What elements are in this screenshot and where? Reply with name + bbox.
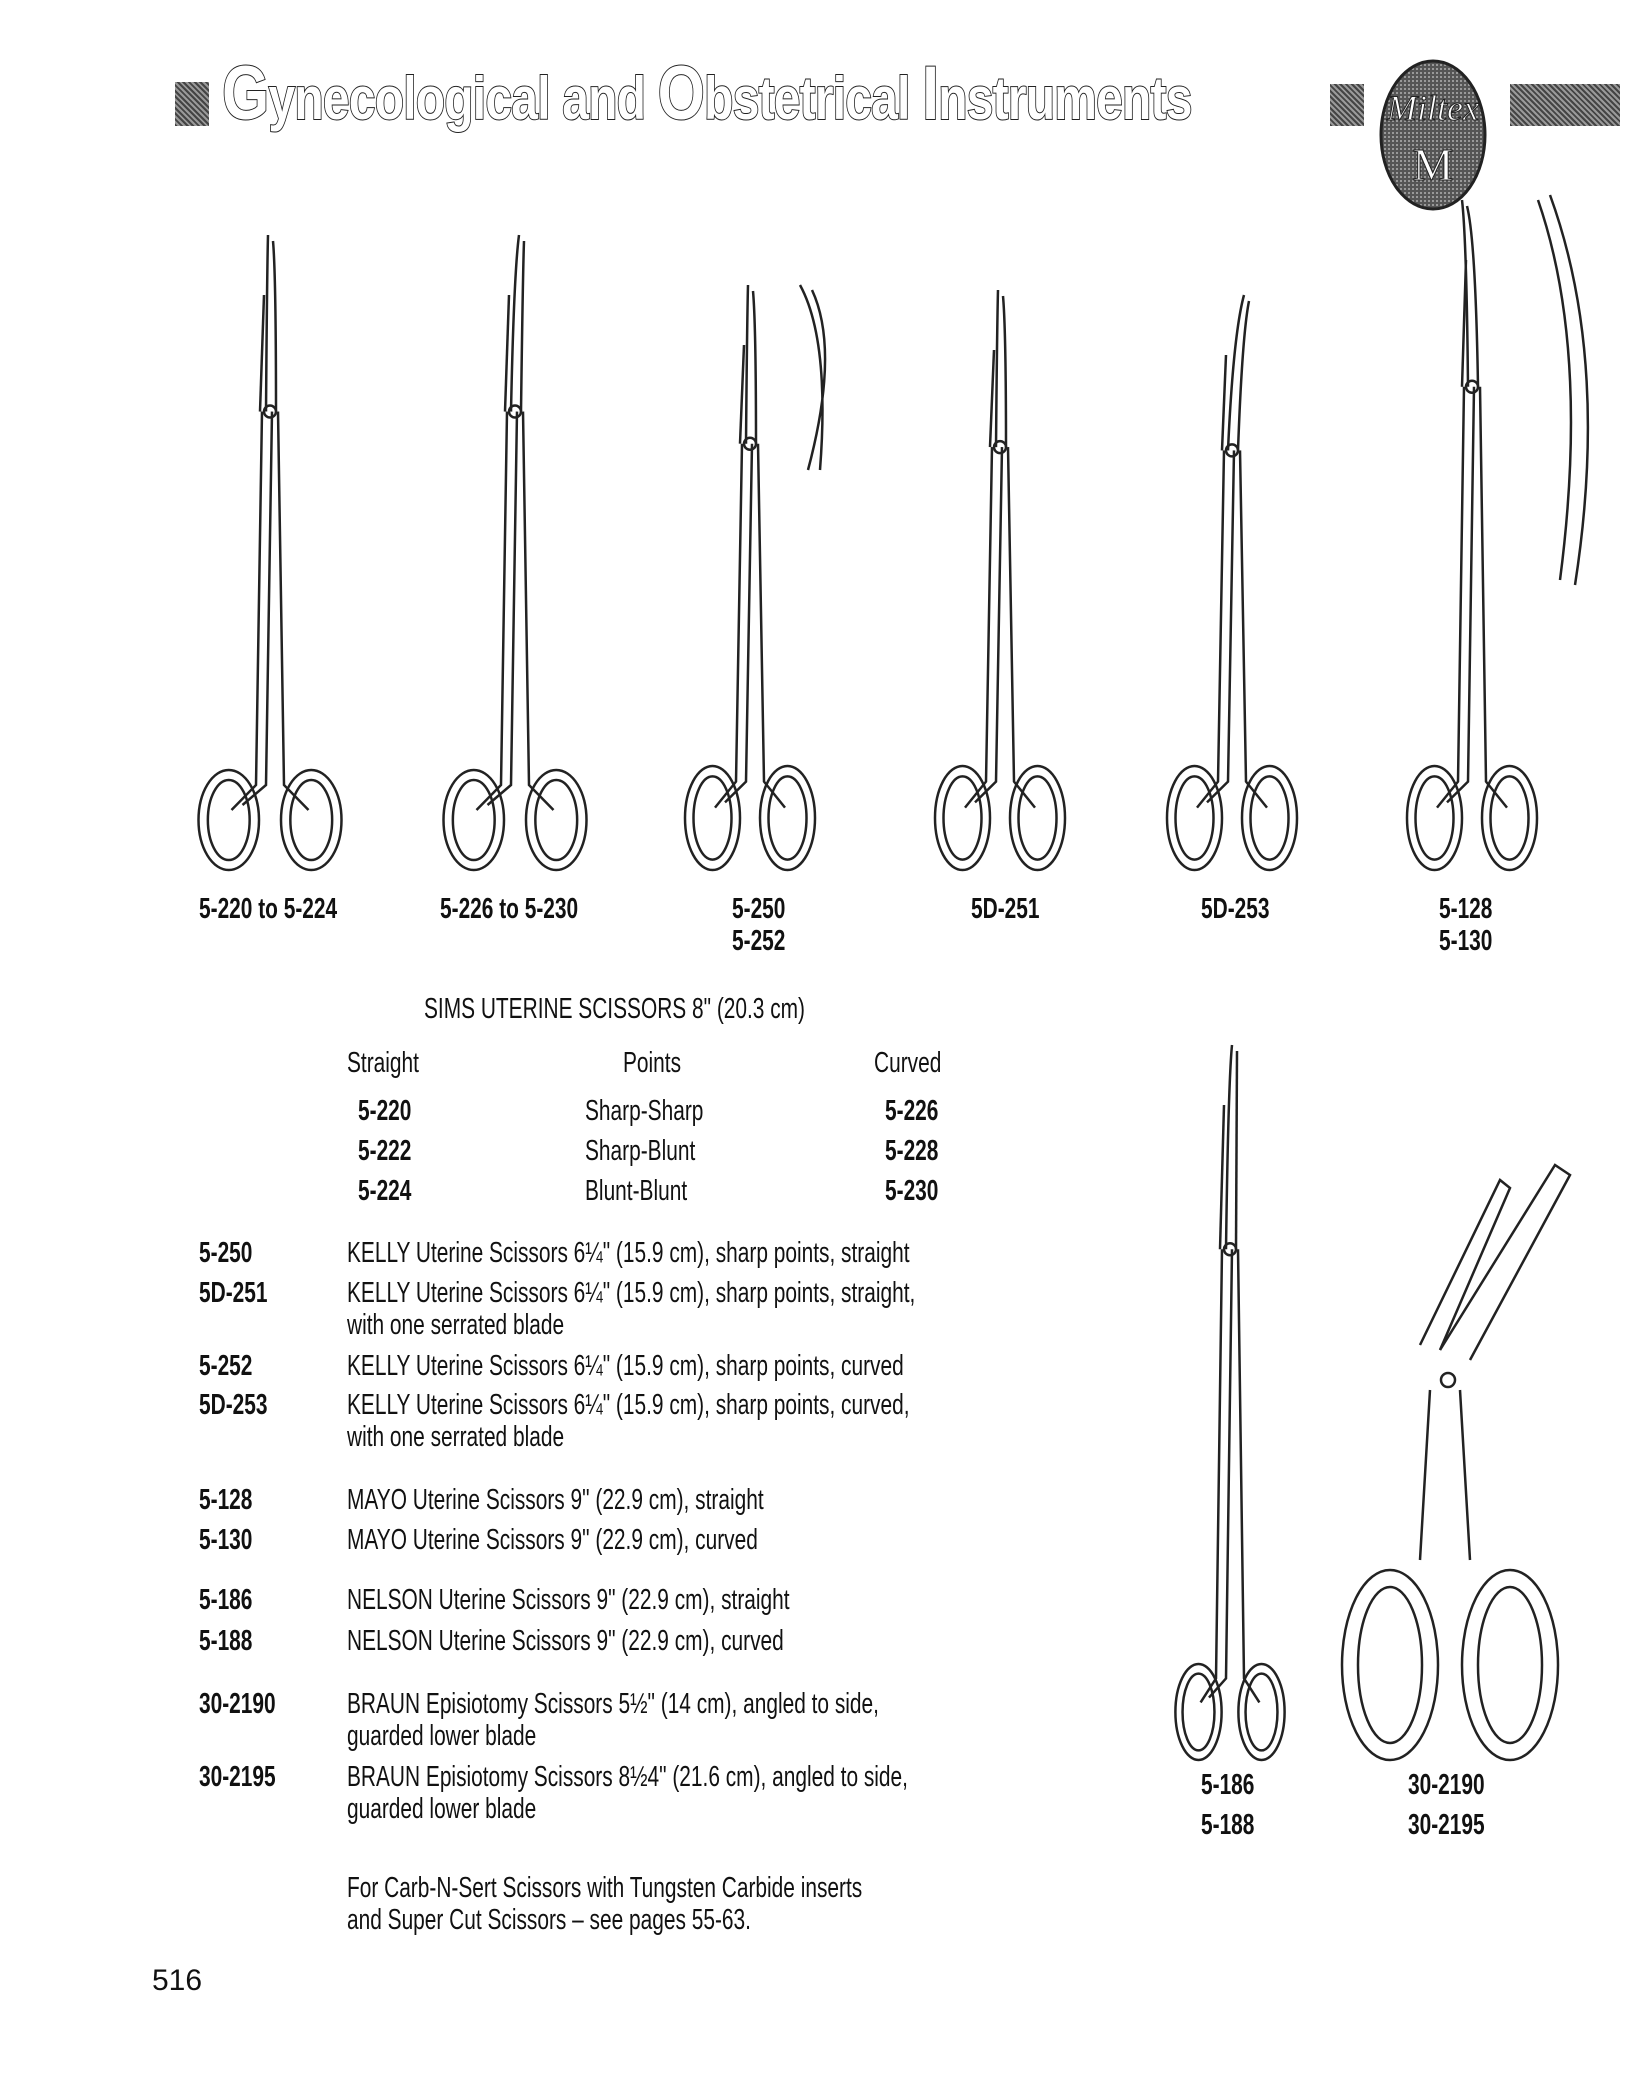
catalog-description: MAYO Uterine Scissors 9" (22.9 cm), stra… [347, 1484, 764, 1516]
scissors-icon [197, 234, 343, 872]
scissors-icon [933, 289, 1067, 872]
catalog-description: NELSON Uterine Scissors 9" (22.9 cm), st… [347, 1584, 790, 1616]
sims-header-straight: Straight [347, 1047, 419, 1079]
sims-cell: Sharp-Blunt [585, 1135, 696, 1167]
sims-header-points: Points [623, 1047, 682, 1079]
catalog-description: KELLY Uterine Scissors 6¼" (15.9 cm), sh… [347, 1350, 904, 1382]
catalog-description: KELLY Uterine Scissors 6¼" (15.9 cm), sh… [347, 1237, 910, 1269]
title-ornament-left [175, 82, 209, 126]
scissors-icon [1174, 1044, 1286, 1762]
catalog-code: 5D-251 [199, 1277, 268, 1309]
figure-label: 5-226 to 5-230 [440, 893, 579, 925]
sims-header-curved: Curved [874, 1047, 942, 1079]
figure-label: 5D-253 [1201, 893, 1270, 925]
catalog-description: KELLY Uterine Scissors 6¼" (15.9 cm), sh… [347, 1389, 910, 1453]
sims-cell: 5-224 [358, 1175, 412, 1207]
scissors-icon [1405, 199, 1539, 872]
catalog-description: KELLY Uterine Scissors 6¼" (15.9 cm), sh… [347, 1277, 916, 1341]
page-number: 516 [152, 1964, 203, 1997]
sims-cell: 5-228 [885, 1135, 939, 1167]
sims-cell: 5-230 [885, 1175, 939, 1207]
catalog-description: MAYO Uterine Scissors 9" (22.9 cm), curv… [347, 1524, 758, 1556]
scissors-icon [683, 284, 817, 872]
catalog-code: 30-2195 [199, 1761, 276, 1793]
cross-reference-note: For Carb-N-Sert Scissors with Tungsten C… [347, 1872, 863, 1936]
figure-label: 5-220 to 5-224 [199, 893, 338, 925]
figure-label: 5D-251 [971, 893, 1040, 925]
catalog-description: NELSON Uterine Scissors 9" (22.9 cm), cu… [347, 1625, 784, 1657]
scissors-icon [1165, 294, 1299, 872]
angled-scissors-icon [1340, 1163, 1572, 1762]
sims-cell: Sharp-Sharp [585, 1095, 704, 1127]
sims-cell: 5-222 [358, 1135, 412, 1167]
page-title: Gynecological and Obstetrical Instrument… [221, 50, 1193, 137]
catalog-code: 5-128 [199, 1484, 253, 1516]
catalog-code: 5D-253 [199, 1389, 268, 1421]
scissors-icon [442, 234, 588, 872]
sims-table-title: SIMS UTERINE SCISSORS 8" (20.3 cm) [424, 993, 806, 1025]
catalog-code: 5-250 [199, 1237, 253, 1269]
title-ornament-right [1510, 84, 1620, 126]
catalog-code: 30-2190 [199, 1688, 276, 1720]
catalog-description: BRAUN Episiotomy Scissors 5½" (14 cm), a… [347, 1688, 879, 1752]
catalog-code: 5-130 [199, 1524, 253, 1556]
sims-cell: Blunt-Blunt [585, 1175, 688, 1207]
title-ornament-mid [1330, 84, 1364, 126]
sims-cell: 5-220 [358, 1095, 412, 1127]
catalog-description: BRAUN Episiotomy Scissors 8½4" (21.6 cm)… [347, 1761, 908, 1825]
catalog-code: 5-252 [199, 1350, 253, 1382]
catalog-code: 5-188 [199, 1625, 253, 1657]
catalog-code: 5-186 [199, 1584, 253, 1616]
sims-cell: 5-226 [885, 1095, 939, 1127]
